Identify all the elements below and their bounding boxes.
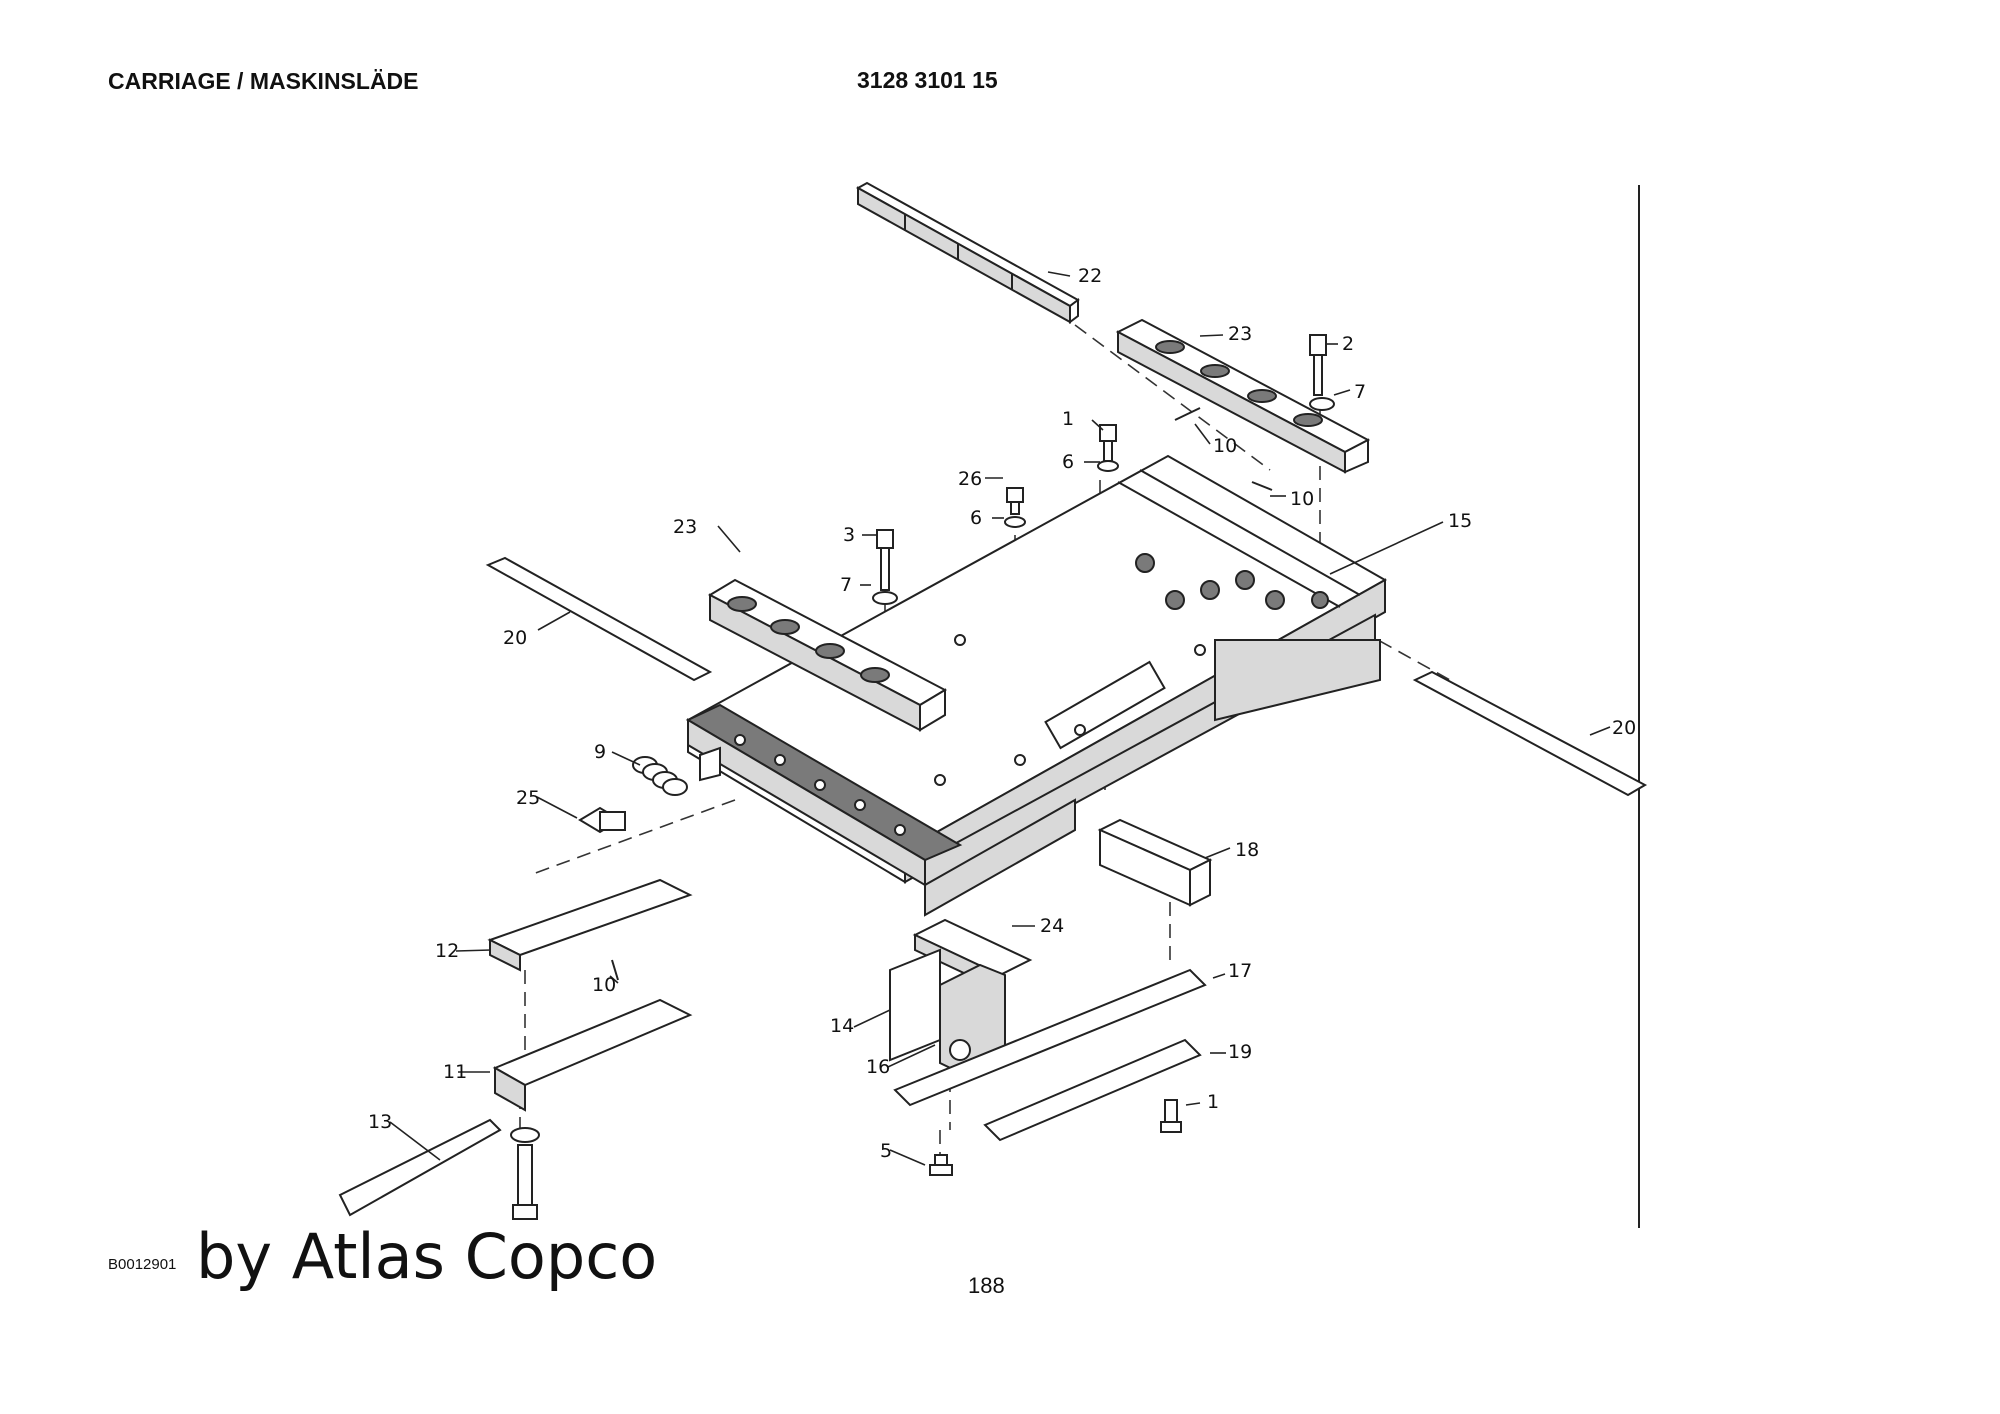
part-22-guide-strip bbox=[855, 181, 1080, 324]
drawing-code: B0012901 bbox=[108, 1256, 177, 1273]
bottom-bolt bbox=[510, 1127, 540, 1220]
page-title: CARRIAGE / MASKINSLÄDE bbox=[108, 68, 419, 94]
part-17-plate bbox=[893, 968, 1207, 1107]
page-number: 188 bbox=[968, 1273, 1005, 1298]
callout-label: 6 bbox=[1062, 451, 1074, 473]
callout-label: 3 bbox=[843, 524, 855, 546]
callout-label: 14 bbox=[830, 1015, 854, 1037]
callout-label: 1 bbox=[1062, 408, 1074, 430]
callout-label: 25 bbox=[516, 787, 540, 809]
callout-label: 26 bbox=[958, 468, 982, 490]
part-23-clamp-bar-left bbox=[707, 578, 948, 732]
front-hatched-block bbox=[685, 703, 963, 887]
part-19-plate bbox=[983, 1038, 1202, 1142]
pin-10-top bbox=[1174, 407, 1201, 421]
callout-label: 23 bbox=[673, 516, 697, 538]
brand-text: by Atlas Copco bbox=[196, 1220, 658, 1293]
pin-10-top-right bbox=[1251, 481, 1273, 491]
washer-6-mid bbox=[1004, 516, 1026, 528]
pin-10-left bbox=[611, 959, 619, 981]
part-25-grease-fitting bbox=[578, 806, 626, 834]
part-18-bracket bbox=[1097, 818, 1213, 907]
callout-label: 16 bbox=[866, 1056, 890, 1078]
part-14-plate bbox=[889, 948, 941, 1062]
lower-rail bbox=[924, 639, 1381, 917]
washer-7-left bbox=[872, 591, 898, 605]
callout-label: 7 bbox=[1354, 381, 1366, 403]
bolt-5 bbox=[929, 1154, 953, 1176]
callout-label: 10 bbox=[592, 974, 616, 996]
callout-label: 9 bbox=[594, 741, 606, 763]
bolt-26 bbox=[1006, 487, 1024, 515]
part-23-clamp-bar-right bbox=[1115, 318, 1371, 474]
callout-label: 5 bbox=[880, 1140, 892, 1162]
callout-label: 11 bbox=[443, 1061, 467, 1083]
part-number: 3128 3101 15 bbox=[857, 67, 998, 93]
callout-label: 20 bbox=[1612, 717, 1636, 739]
callout-label: 10 bbox=[1213, 435, 1237, 457]
bolt-1-bottom bbox=[1160, 1099, 1182, 1133]
callout-label: 15 bbox=[1448, 510, 1472, 532]
bolt-2 bbox=[1309, 334, 1327, 396]
callout-label: 12 bbox=[435, 940, 459, 962]
part-20-strip-left bbox=[485, 556, 713, 682]
callout-label: 7 bbox=[840, 574, 852, 596]
callout-label: 17 bbox=[1228, 960, 1252, 982]
leader-lines bbox=[389, 271, 1611, 1166]
part-12-guide bbox=[487, 878, 693, 972]
callout-label: 6 bbox=[970, 507, 982, 529]
part-11-guide bbox=[492, 998, 693, 1112]
callout-label: 1 bbox=[1207, 1091, 1219, 1113]
callout-label: 2 bbox=[1342, 333, 1354, 355]
part-9-spring bbox=[632, 756, 688, 796]
callout-labels: 22 23 2 7 1 10 6 26 10 15 23 3 6 7 20 9 … bbox=[368, 265, 1636, 1162]
callout-label: 10 bbox=[1290, 488, 1314, 510]
bolt-3 bbox=[876, 529, 894, 591]
bolt-1-top bbox=[1099, 424, 1117, 462]
callout-label: 18 bbox=[1235, 839, 1259, 861]
callout-label: 20 bbox=[503, 627, 527, 649]
callout-label: 23 bbox=[1228, 323, 1252, 345]
part-13-strip bbox=[338, 1118, 502, 1217]
washer-6-top bbox=[1097, 460, 1119, 472]
washer-7-right bbox=[1309, 397, 1335, 411]
callout-label: 13 bbox=[368, 1111, 392, 1133]
part-20-strip-right bbox=[1412, 670, 1648, 797]
callout-label: 24 bbox=[1040, 915, 1064, 937]
callout-label: 22 bbox=[1078, 265, 1102, 287]
callout-label: 19 bbox=[1228, 1041, 1252, 1063]
